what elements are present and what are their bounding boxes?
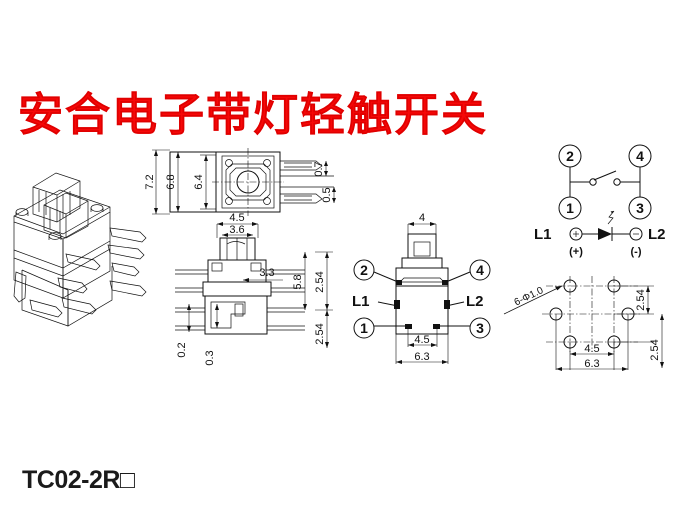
dim-side-0-3: 0.3 <box>204 350 216 365</box>
dim-top-0-5: 0.5 <box>321 187 333 202</box>
dim-side-4-5: 4.5 <box>229 212 244 224</box>
dim-side-3-6: 3.6 <box>229 224 244 236</box>
dim-side-0-2: 0.2 <box>176 342 188 357</box>
schematic-label-l1: L1 <box>534 226 552 243</box>
dim-front-4: 4 <box>419 212 425 224</box>
schematic-pin-4: 4 <box>636 148 644 164</box>
footprint-hole-note: 6-Φ1.0 <box>513 285 546 309</box>
pcb-footprint: 6-Φ1.0 <box>502 272 676 377</box>
dim-fp-2-54-top: 2.54 <box>635 289 647 310</box>
front-label-l2: L2 <box>466 293 484 310</box>
front-label-l1: L1 <box>352 293 370 310</box>
dim-side-3-3: 3.3 <box>259 267 274 279</box>
schematic-polarity-positive: (+) <box>569 246 583 258</box>
dim-side-5-8: 5.8 <box>292 274 304 289</box>
watermark-title: 安合电子带灯轻触开关 <box>18 88 489 141</box>
dim-fp-2-54-bot: 2.54 <box>649 339 661 360</box>
callout-pin-1: 1 <box>360 320 368 336</box>
dim-side-2-54-top: 2.54 <box>314 271 326 292</box>
top-view: 7.2 6.8 6.4 0.7 0.5 <box>144 142 338 237</box>
dim-top-0-7: 0.7 <box>313 161 325 176</box>
dim-top-6-4: 6.4 <box>193 174 205 189</box>
dim-front-4-5: 4.5 <box>414 334 429 346</box>
schematic-pin-3: 3 <box>636 200 644 216</box>
schematic-pin-1: 1 <box>566 200 574 216</box>
part-number: TC02-2R□ <box>22 466 135 494</box>
isometric-view <box>0 150 150 335</box>
callout-pin-4: 4 <box>476 262 484 278</box>
callout-pin-2: 2 <box>360 262 368 278</box>
callout-pin-3: 3 <box>476 320 484 336</box>
dim-fp-6-3: 6.3 <box>584 358 599 370</box>
dim-side-2-54-bot: 2.54 <box>314 323 326 344</box>
schematic-polarity-negative: (-) <box>631 246 642 258</box>
dim-front-6-3: 6.3 <box>414 351 429 363</box>
front-view: 4 2 4 1 3 L1 L2 <box>348 212 513 372</box>
dim-top-7-2: 7.2 <box>144 174 156 189</box>
schematic-pin-2: 2 <box>566 148 574 164</box>
schematic-label-l2: L2 <box>648 226 666 243</box>
circuit-schematic: 2 4 1 3 L1 <box>532 140 676 260</box>
dim-top-6-8: 6.8 <box>165 174 177 189</box>
dim-fp-4-5: 4.5 <box>584 343 599 355</box>
side-view: 4.5 3.6 3.3 5.8 2.54 2. <box>175 208 350 366</box>
